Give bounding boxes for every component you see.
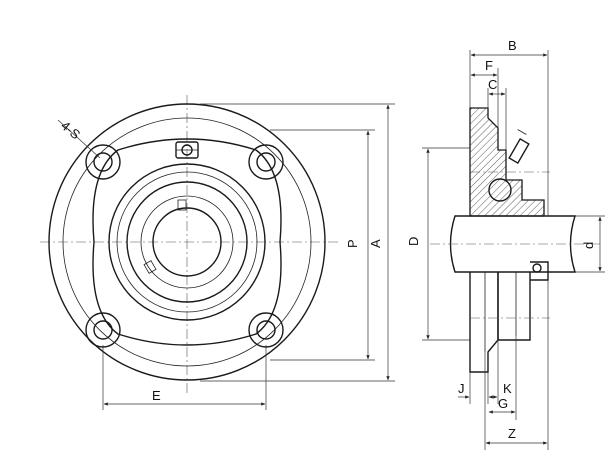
dimension-j bbox=[458, 372, 471, 404]
outer-ring-circle bbox=[116, 171, 258, 313]
housing-section-hatched bbox=[469, 107, 545, 217]
label-k: K bbox=[503, 381, 512, 396]
bolt-hole bbox=[256, 152, 276, 172]
bolt-hole bbox=[93, 152, 113, 172]
label-p: P bbox=[345, 239, 360, 248]
dimension-k bbox=[487, 340, 499, 404]
grease-nipple-section-icon bbox=[508, 129, 530, 164]
dimension-f bbox=[470, 68, 499, 128]
dimension-b bbox=[469, 50, 549, 216]
collar-lower bbox=[530, 261, 549, 281]
label-f: F bbox=[485, 58, 493, 73]
dimension-g bbox=[488, 336, 517, 420]
inner-race-circle bbox=[140, 195, 234, 289]
label-j: J bbox=[458, 381, 465, 396]
bearing-seat-circle bbox=[108, 163, 266, 321]
bolt-hole bbox=[256, 320, 276, 340]
label-4-s: 4-S bbox=[58, 118, 83, 143]
dimension-c bbox=[487, 88, 507, 150]
dimension-d-upper bbox=[422, 147, 470, 341]
set-screw-icon bbox=[143, 260, 157, 274]
outer-race-circle bbox=[126, 181, 248, 303]
flange-inner-circle bbox=[62, 117, 312, 367]
housing-lower bbox=[469, 272, 499, 373]
set-screw-icon bbox=[177, 199, 187, 211]
dimension-a bbox=[200, 103, 395, 382]
ball-icon bbox=[488, 178, 512, 202]
label-a: A bbox=[368, 239, 383, 248]
label-z: Z bbox=[508, 426, 516, 441]
flange-outer-circle bbox=[48, 103, 326, 381]
label-d-upper: D bbox=[406, 237, 421, 246]
four-s-leader bbox=[57, 119, 101, 159]
grease-nipple-icon bbox=[175, 141, 199, 159]
dimension-p bbox=[270, 129, 375, 361]
housing-body bbox=[92, 138, 282, 346]
bore-circle bbox=[152, 207, 222, 277]
inner-ring-lower bbox=[497, 272, 531, 341]
label-e: E bbox=[152, 388, 161, 403]
label-d-shaft: d bbox=[581, 242, 596, 249]
label-c: C bbox=[488, 77, 497, 92]
set-screw-section-icon bbox=[532, 263, 542, 273]
bolt-lugs bbox=[85, 144, 284, 348]
dimension-z bbox=[484, 280, 549, 450]
label-g: G bbox=[498, 396, 508, 411]
side-section-view bbox=[430, 107, 600, 373]
bolt-hole bbox=[93, 320, 113, 340]
dimension-e bbox=[102, 345, 267, 410]
front-view bbox=[40, 95, 340, 395]
dimension-d-shaft bbox=[575, 215, 605, 273]
label-b: B bbox=[508, 38, 517, 53]
